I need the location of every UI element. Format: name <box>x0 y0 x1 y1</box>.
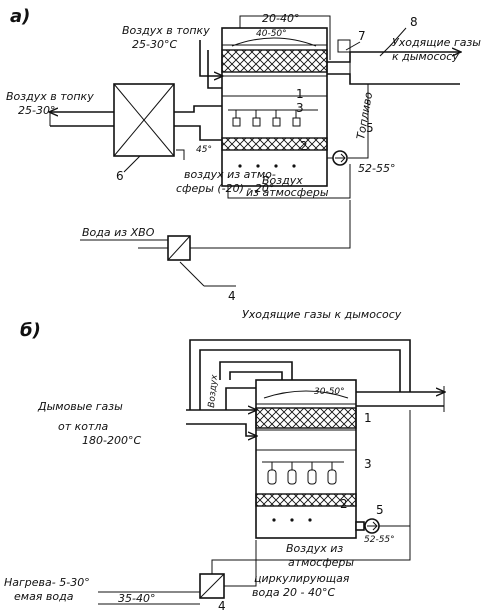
label-exhaust-gases-2: к дымососу <box>392 50 459 63</box>
label-gas-temp-b: 30-50° <box>314 387 345 397</box>
label-gas-temp-top: 20-40° <box>262 12 299 25</box>
label-water-from: Вода из ХВО <box>82 226 155 239</box>
label-from-boiler: от котла <box>58 420 108 433</box>
label-air-temp-left: 25-30° <box>18 104 55 117</box>
num-8: 8 <box>410 15 418 29</box>
num-4-a: 4 <box>228 289 236 303</box>
label-air-to-furnace-left: Воздух в топку <box>6 90 94 103</box>
label-air-atm-hx-1: воздух из атмо- <box>184 168 276 181</box>
label-air-atm-b2: атмосферы <box>288 556 354 569</box>
num-2-a: 2 <box>300 139 308 153</box>
diagram-a: а) <box>6 6 481 303</box>
damper-7 <box>337 39 351 53</box>
label-heated-water-2: емая вода <box>14 590 74 603</box>
packing-layer-top-b <box>255 407 357 429</box>
num-6: 6 <box>116 169 124 183</box>
label-pump-temp-a: 52-55° <box>358 162 395 175</box>
label-air-atm-hx-2: сферы (-20) - 20° <box>176 182 274 195</box>
label-air-vertical-b: Воздух <box>207 374 220 409</box>
contact-apparatus-b <box>255 379 357 539</box>
label-air-atm-b1: Воздух из <box>286 542 343 555</box>
label-flue-temp: 180-200°С <box>82 434 141 447</box>
label-air-temp-top: 25-30°С <box>132 38 177 51</box>
label-heated-water-1: Нагрева- 5-30° <box>4 576 90 589</box>
num-5-b: 5 <box>376 503 384 517</box>
num-2-b: 2 <box>340 497 348 511</box>
fuel-line-a <box>348 84 369 159</box>
label-exhaust-b: Уходящие газы к дымососу <box>242 308 402 321</box>
label-circ-water-1: циркулирующая <box>254 572 350 585</box>
num-1-b: 1 <box>364 411 372 425</box>
num-3-a: 3 <box>296 101 304 115</box>
label-air-atm-1: Воздух <box>262 174 303 187</box>
label-flue-gases: Дымовые газы <box>37 400 123 413</box>
label-heated-water-3: 35-40° <box>118 592 155 605</box>
panel-label-a: а) <box>10 6 30 27</box>
label-pump-temp-b: 52-55° <box>364 535 395 545</box>
label-air-atm-2: из атмосферы <box>246 186 329 199</box>
label-circ-water-2: вода 20 - 40°С <box>252 586 336 599</box>
diagram-b: б) <box>4 308 444 613</box>
num-1-a: 1 <box>296 87 304 101</box>
spray-nozzles-a <box>228 109 318 127</box>
num-5-a: 5 <box>366 121 374 135</box>
panel-label-b: б) <box>20 320 41 341</box>
packing-layer-bottom-b <box>255 493 357 507</box>
num-3-b: 3 <box>364 457 372 471</box>
label-air-to-furnace-top: Воздух в топку <box>122 24 210 37</box>
packing-layer-bottom-a <box>221 137 328 151</box>
label-exhaust-gases: Уходящие газы <box>392 36 481 49</box>
num-7: 7 <box>358 29 366 43</box>
label-temp-45: 45° <box>196 145 212 155</box>
label-gas-temp-inner: 40-50° <box>256 29 287 39</box>
packing-layer-top-a <box>221 49 328 73</box>
num-4-b: 4 <box>218 599 226 613</box>
spray-nozzles-b <box>262 461 344 485</box>
